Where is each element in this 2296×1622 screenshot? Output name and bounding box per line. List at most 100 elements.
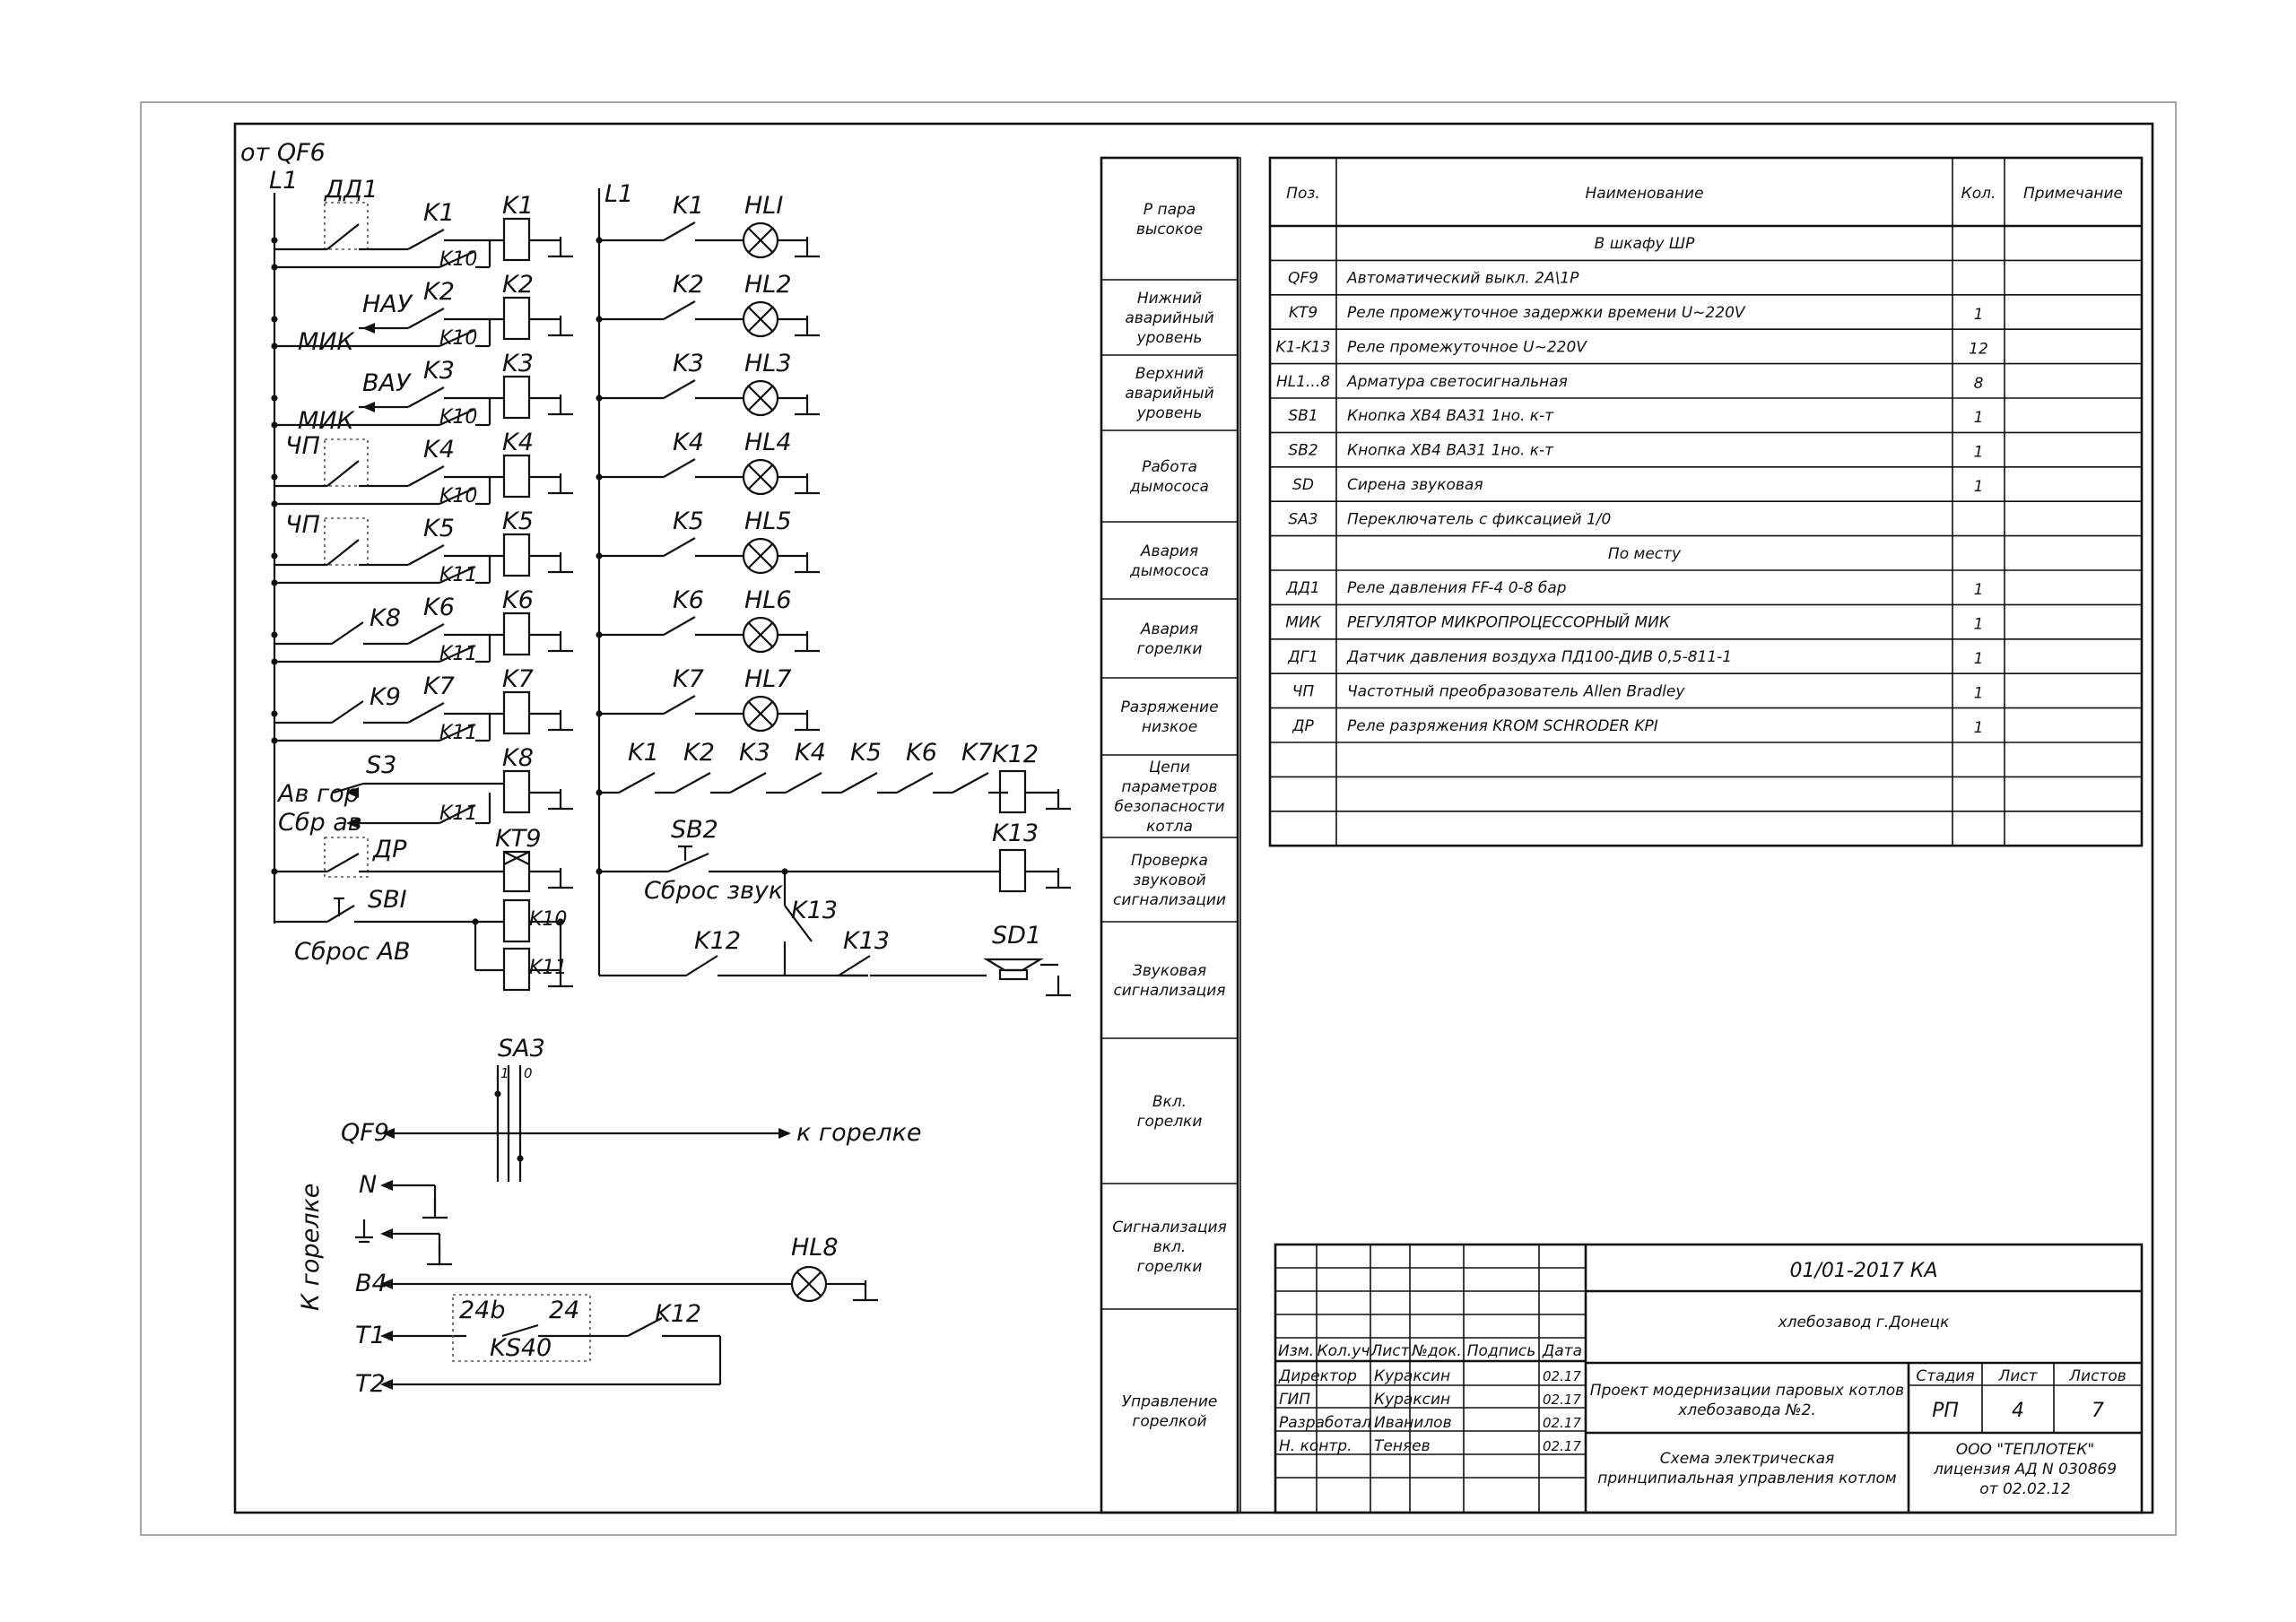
aux-blade — [439, 249, 476, 269]
lamp-label: HL7 — [744, 665, 792, 693]
main-blade — [407, 623, 445, 645]
lamp-label: HL4 — [744, 429, 792, 456]
sa3-pos: 1 — [500, 1065, 509, 1081]
k12-blade — [685, 955, 718, 976]
function-line: горелкой — [1132, 1413, 1206, 1431]
k-gorelke-label: к горелке — [796, 1119, 922, 1147]
function-line: низкое — [1142, 718, 1197, 736]
pre-label: МИК — [298, 328, 355, 356]
spec-pos: ДР — [1292, 717, 1314, 735]
aux-blade — [439, 804, 476, 824]
ks40-blade — [501, 1323, 539, 1338]
spec-name: Автоматический выкл. 2А\1Р — [1346, 270, 1579, 288]
series-blade — [618, 772, 656, 794]
tb-header-3: №док. — [1411, 1342, 1462, 1360]
k13b-blade — [838, 955, 871, 976]
coil-label: K6 — [502, 586, 534, 614]
spec-pos: SA3 — [1288, 510, 1318, 528]
spec-name: Сирена звуковая — [1347, 476, 1483, 494]
tb-date: 02.17 — [1543, 1438, 1581, 1454]
contact-label: K6 — [673, 586, 704, 614]
series-blade — [785, 772, 822, 794]
contact-label: K1 — [423, 199, 455, 227]
label: Сброс звук — [644, 877, 784, 905]
lamp-HL2 — [742, 300, 779, 338]
pre-blade — [326, 223, 360, 250]
pre-label: ДД1 — [324, 176, 378, 204]
tb-name: Кураксин — [1374, 1367, 1450, 1385]
ks40-contact-b: 24 — [549, 1297, 579, 1324]
main-blade — [407, 544, 445, 566]
contact-label: K6 — [423, 594, 455, 621]
schematic: от QF6 L1 L1 K1K10K1ДД1K2K10K2НАУМИКK3K1… — [240, 139, 1071, 1398]
k12-bottom-label: K12 — [655, 1300, 701, 1328]
t1-label: T1 — [355, 1322, 386, 1349]
function-line: Верхний — [1135, 365, 1204, 383]
arrow-left — [362, 323, 375, 334]
lamp-HL4 — [742, 458, 779, 496]
coil-K2 — [502, 296, 531, 341]
contact-label: K1 — [673, 192, 704, 220]
spec-section-label: По месту — [1608, 545, 1682, 563]
tb-sheet-label: Лист — [1997, 1367, 2038, 1385]
aux-blade — [439, 328, 476, 348]
ks40-box — [452, 1294, 591, 1362]
contact-label: K2 — [683, 739, 715, 767]
series-blade — [729, 772, 767, 794]
contact-label: K4 — [423, 436, 455, 464]
contact-label: K4 — [795, 739, 826, 767]
contact-blade — [663, 300, 696, 320]
label: K13 — [992, 820, 1039, 847]
lamp-label: HL6 — [744, 586, 792, 614]
series-blade — [674, 772, 711, 794]
spec-pos: МИК — [1285, 614, 1321, 632]
lamp-cross — [748, 622, 773, 647]
aux-blade — [439, 723, 476, 742]
lamp-HL7 — [742, 695, 779, 733]
label: K13 — [843, 927, 890, 955]
series-blade — [840, 772, 878, 794]
contact-label: K3 — [673, 350, 704, 377]
function-line: уровень — [1136, 329, 1203, 347]
aux-label: K10 — [439, 248, 477, 271]
lamp-HL3 — [742, 379, 779, 417]
spec-pos: ЧП — [1292, 682, 1315, 700]
spec-qty: 12 — [1969, 340, 1988, 358]
arrow-left — [380, 1331, 393, 1341]
label: K11 — [439, 802, 477, 825]
coil-mark — [503, 851, 530, 865]
main-blade — [407, 386, 445, 408]
tb-role: Разработал — [1279, 1414, 1371, 1432]
title-block-frame — [1274, 1243, 2144, 1514]
aux-blade — [439, 644, 476, 664]
lamp-cross — [748, 228, 773, 253]
spec-pos: QF9 — [1288, 270, 1318, 288]
function-column-edge — [1237, 157, 1241, 1514]
wire — [333, 782, 364, 794]
coil-K3 — [502, 375, 531, 420]
function-line: Вкл. — [1152, 1093, 1187, 1111]
aux-label: K11 — [439, 722, 477, 744]
contact-label: K5 — [423, 515, 455, 542]
contact-label: K2 — [423, 278, 455, 306]
spec-name: Датчик давления воздуха ПД100-ДИВ 0,5-81… — [1346, 648, 1732, 666]
spec-pos: HL1...8 — [1276, 373, 1330, 391]
label: K12 — [694, 927, 741, 955]
pre-label: K9 — [370, 683, 401, 711]
label: S3 — [366, 751, 396, 779]
contact-blade — [663, 695, 696, 715]
contact-label: K5 — [673, 507, 704, 535]
coil-label: K5 — [502, 507, 534, 535]
pre2-label: НАУ — [362, 291, 413, 318]
spec-pos: ДД1 — [1285, 579, 1319, 597]
function-line: Управление — [1122, 1393, 1218, 1411]
pre-blade — [326, 460, 360, 487]
